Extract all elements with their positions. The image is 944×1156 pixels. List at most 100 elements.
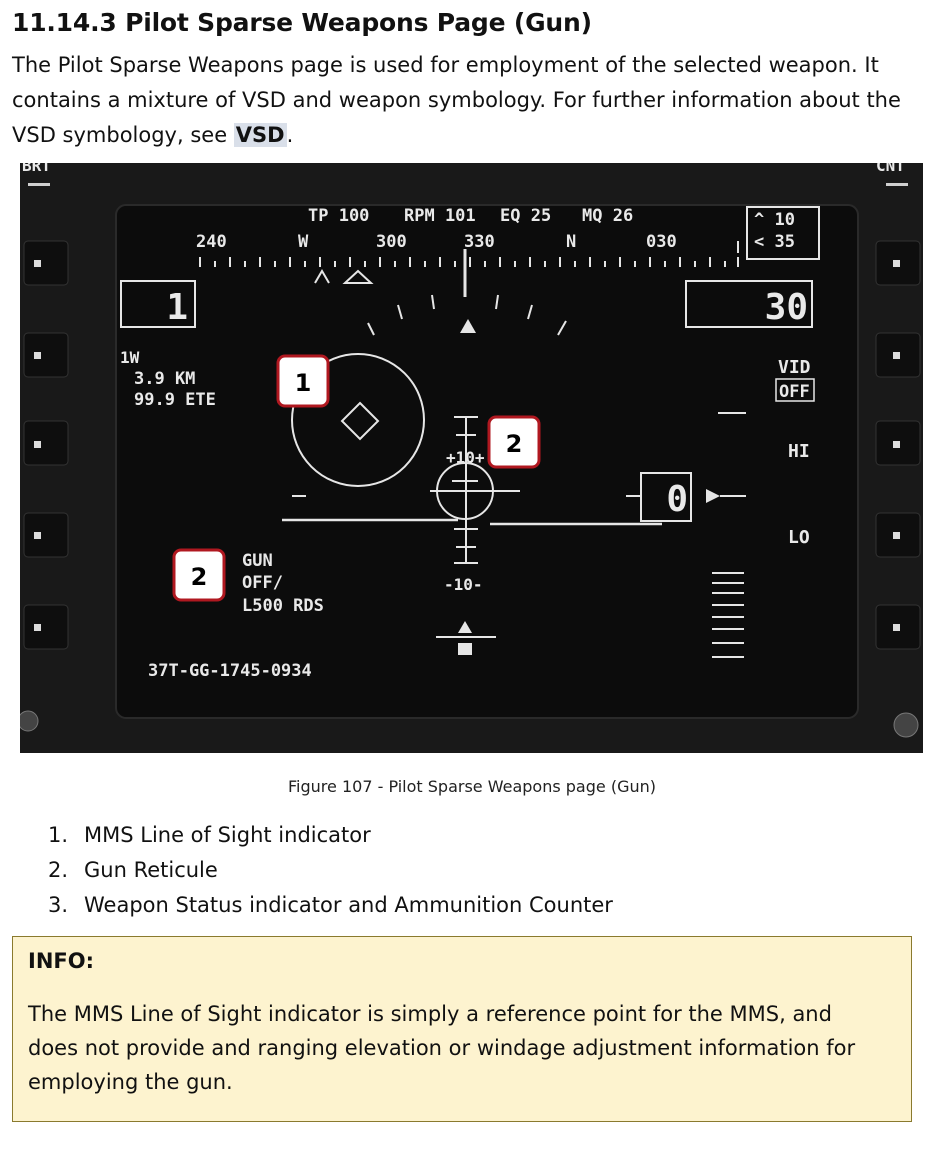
right-bezel-buttons: [875, 240, 921, 650]
left-value-box: [120, 280, 196, 328]
button-dot-icon: [893, 260, 900, 267]
list-item: 2. Gun Reticule: [48, 853, 613, 888]
roll-tick: [557, 320, 567, 336]
heading-label: W: [298, 232, 309, 252]
list-item-number: 2.: [48, 858, 69, 882]
mms-los-diamond-icon: [340, 401, 380, 441]
button-dot-icon: [893, 352, 900, 359]
aircraft-symbol-icon: [458, 621, 472, 633]
callout-1-number: 1: [295, 369, 312, 397]
screw-icon: [893, 712, 919, 738]
off-label: OFF: [779, 382, 810, 402]
list-item-text: Weapon Status indicator and Ammunition C…: [84, 893, 613, 917]
mfd-screen: [115, 204, 859, 719]
ammo-counter: L500 RDS: [242, 596, 324, 616]
left-bezel-button-5[interactable]: [23, 604, 69, 650]
screw-icon: [20, 710, 39, 732]
brt-rocker-icon[interactable]: [28, 183, 50, 186]
weapon-type: GUN: [242, 551, 273, 571]
heading-label: 030: [646, 232, 677, 252]
callout-legend-list: 1. MMS Line of Sight indicator 2. Gun Reti…: [48, 818, 613, 923]
list-item: 1. MMS Line of Sight indicator: [48, 818, 613, 853]
vid-label: VID: [778, 357, 811, 378]
waypoint-distance: 3.9 KM: [134, 369, 195, 389]
vsd-link[interactable]: VSD: [233, 123, 287, 147]
list-item: 3. Weapon Status indicator and Ammunition…: [48, 888, 613, 923]
roll-tick: [527, 304, 533, 320]
list-item-number: 1.: [48, 823, 69, 847]
roll-tick: [431, 294, 435, 310]
airspeed-value: 0: [666, 479, 688, 520]
mfd-figure: BRT CNT TP 100 RPM 101 EQ 25 MQ 26 240 W…: [20, 163, 923, 753]
hi-label: HI: [788, 441, 810, 462]
rate-box: [746, 206, 820, 260]
intro-text: The Pilot Sparse Weapons page is used fo…: [12, 53, 901, 147]
info-body: The MMS Line of Sight indicator is simpl…: [28, 1002, 856, 1094]
climb-rate: ^ 10: [754, 210, 795, 230]
waypoint-ete: 99.9 ETE: [134, 390, 216, 410]
button-dot-icon: [893, 441, 900, 448]
mfd-display: BRT CNT TP 100 RPM 101 EQ 25 MQ 26 240 W…: [20, 163, 923, 753]
button-dot-icon: [34, 441, 41, 448]
lo-label: LO: [788, 527, 810, 548]
grid-reference: 37T-GG-1745-0934: [148, 661, 312, 681]
button-dot-icon: [34, 624, 41, 631]
callout-badge-2: 2: [487, 415, 541, 469]
left-bezel-button-4[interactable]: [23, 512, 69, 558]
mms-los-circle: [291, 353, 425, 487]
figure-caption: Figure 107 - Pilot Sparse Weapons page (…: [288, 777, 656, 796]
callout-2-number: 2: [506, 430, 523, 458]
eq-readout: EQ 25: [500, 206, 551, 226]
pitch-upper-label: +10+: [446, 448, 485, 467]
heading-rate: < 35: [754, 232, 795, 252]
airspeed-pointer-icon: [706, 489, 720, 503]
heading-tape: [199, 257, 739, 267]
left-box-value: 1: [166, 287, 188, 328]
list-item-text: MMS Line of Sight indicator: [84, 823, 371, 847]
info-title: INFO:: [28, 949, 94, 973]
list-item-number: 3.: [48, 893, 69, 917]
roll-tick: [495, 294, 499, 310]
button-dot-icon: [34, 352, 41, 359]
left-bezel-buttons: [23, 240, 69, 650]
torque-readout: TP 100: [308, 206, 369, 226]
roll-scale: [367, 294, 567, 336]
aircraft-symbol-body: [458, 643, 472, 655]
cnt-label: CNT: [876, 163, 905, 175]
off-box: [775, 378, 815, 402]
cnt-rocker-icon[interactable]: [886, 183, 908, 186]
right-box-value: 30: [765, 287, 808, 328]
button-dot-icon: [893, 532, 900, 539]
weapon-status: OFF/: [242, 573, 283, 593]
callout-badge-1: 1: [276, 354, 330, 408]
rpm-readout: RPM 101: [404, 206, 476, 226]
button-dot-icon: [34, 532, 41, 539]
airspeed-box: [640, 472, 692, 522]
left-bezel-button-2[interactable]: [23, 332, 69, 378]
list-item-text: Gun Reticule: [84, 858, 218, 882]
intro-paragraph: The Pilot Sparse Weapons page is used fo…: [12, 48, 932, 153]
roll-pointer-icon: [460, 319, 476, 333]
callout-badge-3: 2: [172, 548, 226, 602]
mq-readout: MQ 26: [582, 206, 633, 226]
bug-caret-icon: [314, 269, 330, 284]
button-dot-icon: [34, 260, 41, 267]
callout-3-number: 2: [191, 563, 208, 591]
section-heading: 11.14.3 Pilot Sparse Weapons Page (Gun): [12, 8, 592, 37]
heading-label: 300: [376, 232, 407, 252]
roll-tick: [367, 322, 375, 336]
button-dot-icon: [893, 624, 900, 631]
intro-text-end: .: [286, 123, 294, 147]
heading-label: 330: [464, 232, 495, 252]
left-bezel-button-3[interactable]: [23, 420, 69, 466]
right-value-box: [685, 280, 813, 328]
info-box: INFO: The MMS Line of Sight indicator is…: [12, 936, 912, 1122]
waypoint-id: 1W: [120, 348, 140, 367]
vertical-speed-tape: [712, 572, 744, 658]
heading-label: 240: [196, 232, 227, 252]
heading-label: N: [566, 232, 576, 252]
left-bezel-button-1[interactable]: [23, 240, 69, 286]
brt-label: BRT: [22, 163, 51, 175]
waypoint-bug-icon: [342, 269, 374, 284]
roll-tick: [397, 304, 403, 320]
